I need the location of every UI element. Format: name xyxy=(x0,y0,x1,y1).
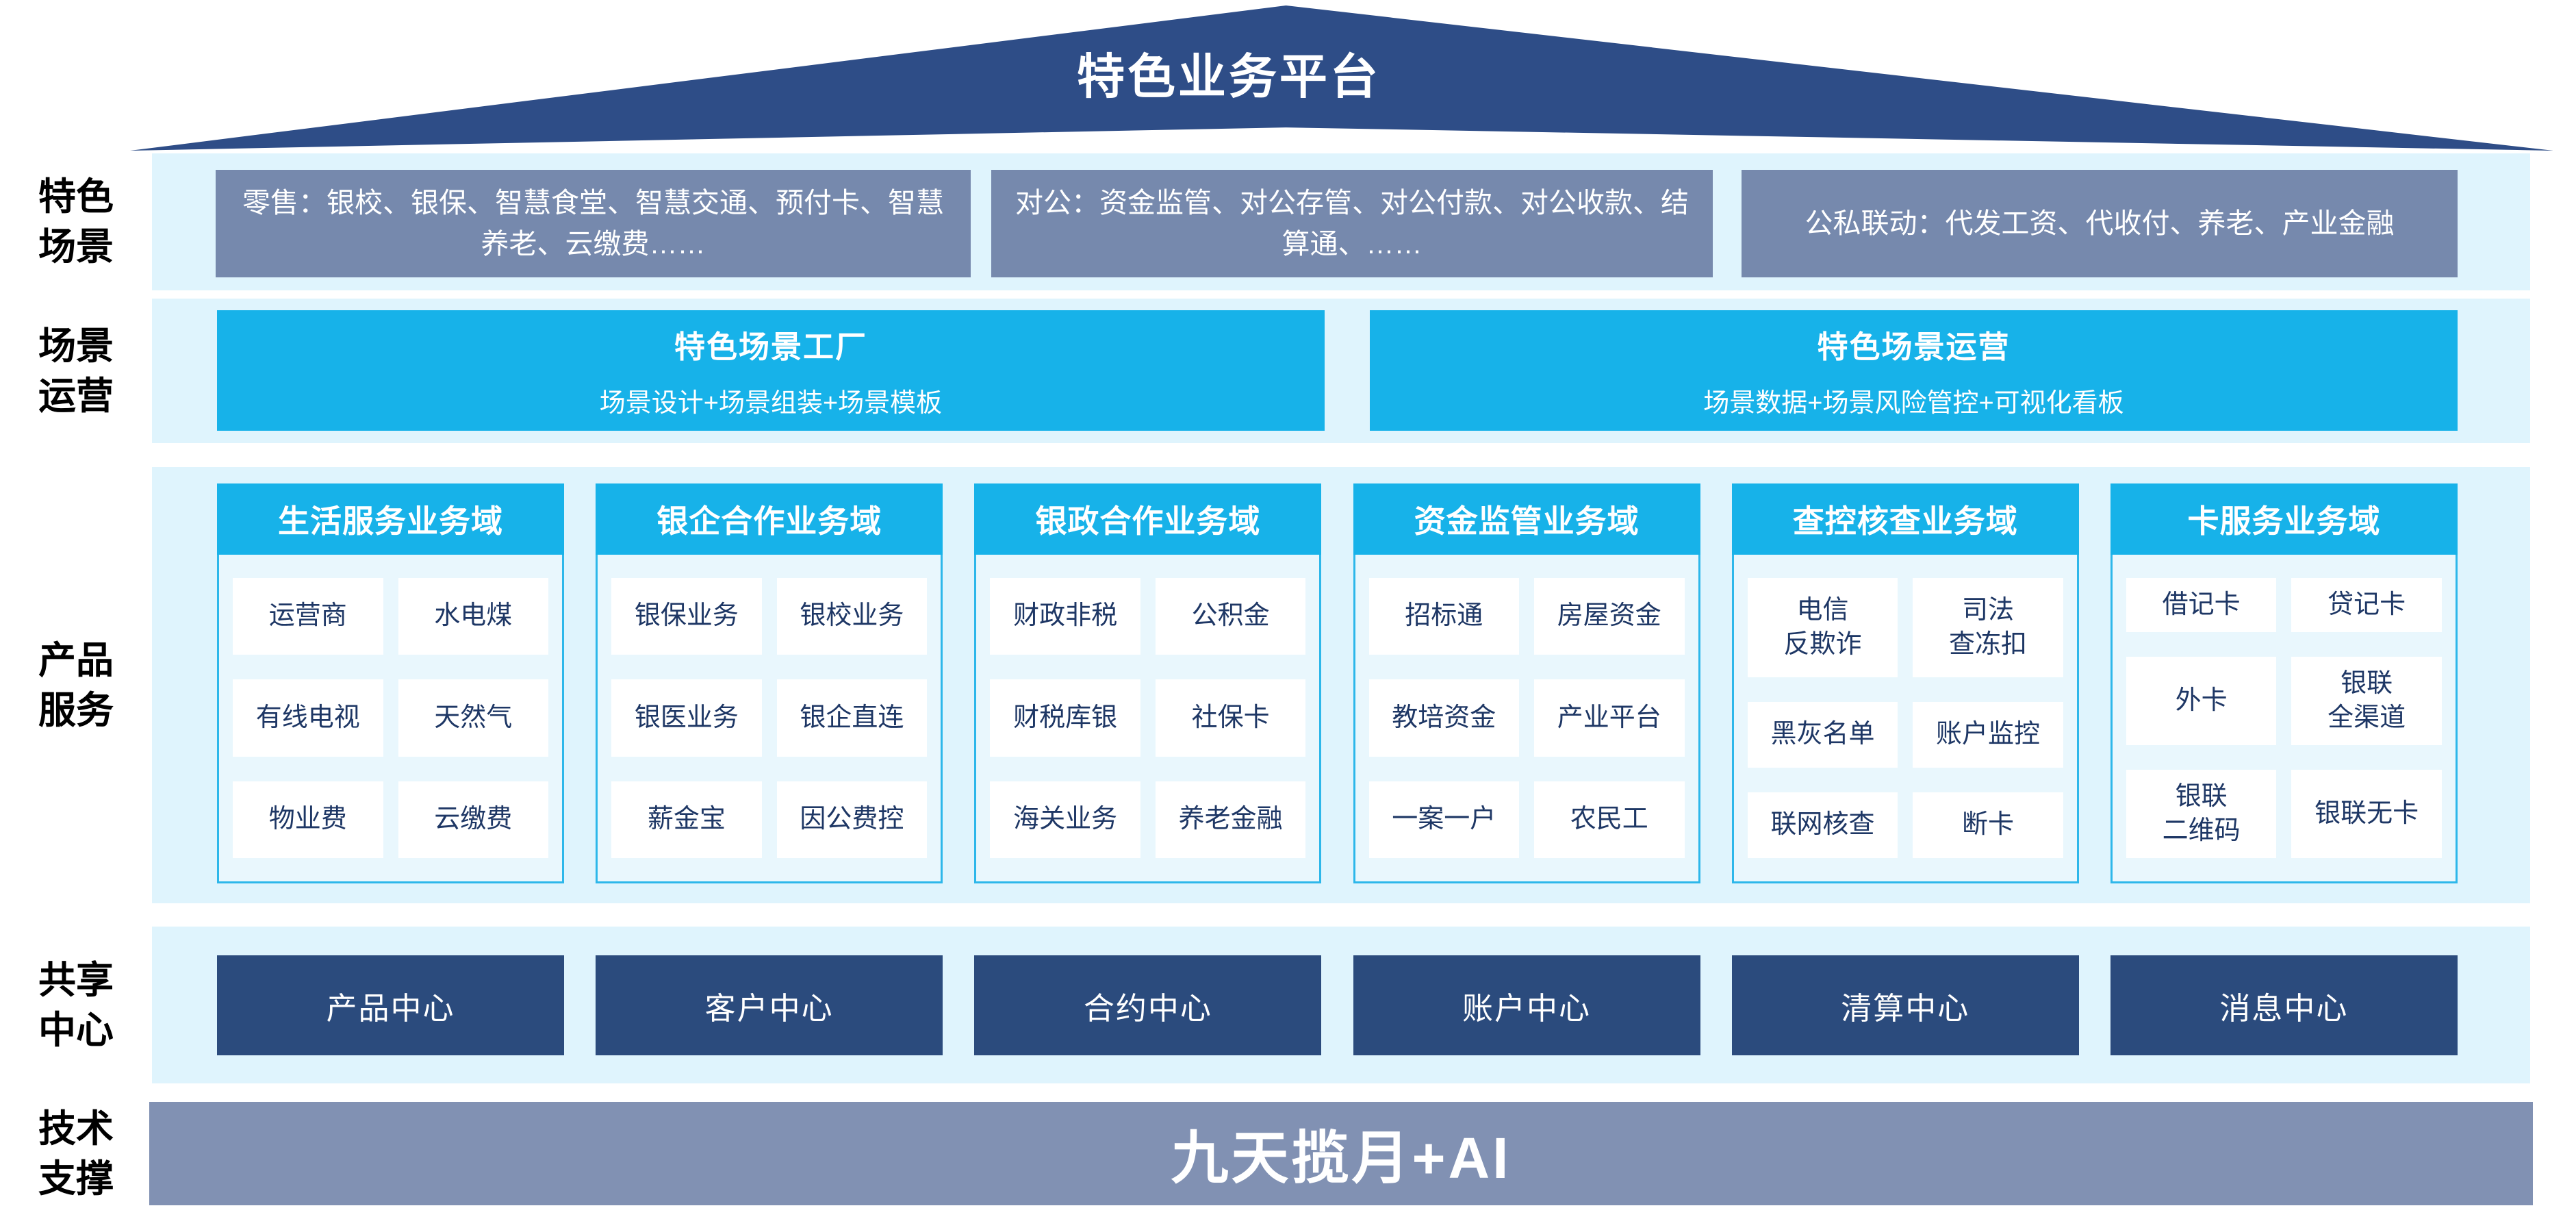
domain-item: 社保卡 xyxy=(1155,679,1306,757)
shared-centers-row: 产品中心 客户中心 合约中心 账户中心 清算中心 消息中心 xyxy=(217,955,2458,1055)
domain-header: 银企合作业务域 xyxy=(596,483,943,555)
domain-header: 生活服务业务域 xyxy=(217,483,564,555)
center-box-clearing: 清算中心 xyxy=(1731,955,2079,1055)
domain-item: 云缴费 xyxy=(398,781,548,858)
domain-item: 运营商 xyxy=(233,578,383,655)
domain-item: 司法 查冻扣 xyxy=(1913,578,2063,678)
domain-item: 银保业务 xyxy=(611,578,762,655)
domain-item: 账户监控 xyxy=(1913,702,2063,768)
domain-item: 房屋资金 xyxy=(1534,578,1685,655)
domain-item: 养老金融 xyxy=(1155,781,1306,858)
domain-header: 资金监管业务域 xyxy=(1353,483,1700,555)
domain-item: 招标通 xyxy=(1368,578,1520,655)
row-label-scenes: 特色 场景 xyxy=(38,175,114,268)
domain-item: 断卡 xyxy=(1913,792,2063,858)
row-label-products: 产品 服务 xyxy=(38,638,114,731)
domain-item: 教培资金 xyxy=(1368,679,1520,757)
domain-item: 水电煤 xyxy=(398,578,548,655)
domain-item: 物业费 xyxy=(233,781,383,858)
domain-body: 银保业务 银校业务 银医业务 银企直连 薪金宝 因公费控 xyxy=(596,555,943,883)
domain-column-fund-supervision: 资金监管业务域 招标通 房屋资金 教培资金 产业平台 一案一户 农民工 xyxy=(1353,483,1700,883)
domain-item: 银校业务 xyxy=(776,578,928,655)
domain-item: 公积金 xyxy=(1155,578,1306,655)
center-box-account: 账户中心 xyxy=(1353,955,1700,1055)
ops-box-title: 特色场景工厂 xyxy=(674,329,867,364)
domain-item: 银企直连 xyxy=(776,679,928,757)
product-domain-columns: 生活服务业务域 运营商 水电煤 有线电视 天然气 物业费 云缴费 银企合作业务域… xyxy=(217,483,2458,883)
domain-column-card-services: 卡服务业务域 借记卡 贷记卡 外卡 银联 全渠道 银联 二维码 银联无卡 xyxy=(2110,483,2458,883)
ops-box-title: 特色场景运营 xyxy=(1817,329,2011,364)
tech-support-bar: 九天揽月+AI xyxy=(149,1102,2533,1205)
domain-item: 银联 二维码 xyxy=(2126,770,2277,858)
domain-item: 一案一户 xyxy=(1368,781,1520,858)
scene-box-corporate: 对公：资金监管、对公存管、对公付款、对公收款、结算通、…… xyxy=(991,170,1713,277)
domain-item: 有线电视 xyxy=(233,679,383,757)
domain-item: 黑灰名单 xyxy=(1747,702,1898,768)
domain-item: 贷记卡 xyxy=(2291,578,2442,633)
domain-item: 因公费控 xyxy=(776,781,928,858)
row-label-shared-centers: 共享 中心 xyxy=(38,958,114,1051)
domain-item: 财政非税 xyxy=(990,578,1140,655)
ops-box-subtitle: 场景设计+场景组装+场景模板 xyxy=(599,389,943,418)
domain-item: 天然气 xyxy=(398,679,548,757)
domain-body: 财政非税 公积金 财税库银 社保卡 海关业务 养老金融 xyxy=(974,555,1322,883)
domain-column-bank-enterprise: 银企合作业务域 银保业务 银校业务 银医业务 银企直连 薪金宝 因公费控 xyxy=(596,483,943,883)
domain-column-inquiry-verification: 查控核查业务域 电信 反欺诈 司法 查冻扣 黑灰名单 账户监控 联网核查 断卡 xyxy=(1731,483,2079,883)
domain-body: 电信 反欺诈 司法 查冻扣 黑灰名单 账户监控 联网核查 断卡 xyxy=(1731,555,2079,883)
domain-item: 外卡 xyxy=(2126,657,2277,746)
ops-box-scene-factory: 特色场景工厂 场景设计+场景组装+场景模板 xyxy=(217,310,1325,431)
center-box-contract: 合约中心 xyxy=(974,955,1322,1055)
domain-item: 薪金宝 xyxy=(611,781,762,858)
domain-item: 借记卡 xyxy=(2126,578,2277,633)
ops-box-subtitle: 场景数据+场景风险管控+可视化看板 xyxy=(1703,389,2124,418)
tech-support-bar-label: 九天揽月+AI xyxy=(1171,1126,1512,1190)
row-label-tech-support: 技术 支撑 xyxy=(38,1107,114,1200)
domain-item: 电信 反欺诈 xyxy=(1747,578,1898,678)
page-title: 特色业务平台 xyxy=(1076,50,1381,103)
domain-header: 卡服务业务域 xyxy=(2110,483,2458,555)
center-box-message: 消息中心 xyxy=(2110,955,2458,1055)
domain-item: 农民工 xyxy=(1534,781,1685,858)
domain-body: 招标通 房屋资金 教培资金 产业平台 一案一户 农民工 xyxy=(1353,555,1700,883)
center-box-product: 产品中心 xyxy=(217,955,564,1055)
scene-box-public-private-linkage: 公私联动：代发工资、代收付、养老、产业金融 xyxy=(1742,170,2458,277)
domain-body: 运营商 水电煤 有线电视 天然气 物业费 云缴费 xyxy=(217,555,564,883)
row-label-operations: 场景 运营 xyxy=(38,325,114,417)
domain-header: 查控核查业务域 xyxy=(1731,483,2079,555)
domain-column-bank-government: 银政合作业务域 财政非税 公积金 财税库银 社保卡 海关业务 养老金融 xyxy=(974,483,1322,883)
domain-item: 银联 全渠道 xyxy=(2291,657,2442,746)
domain-item: 联网核查 xyxy=(1747,792,1898,858)
domain-column-life-services: 生活服务业务域 运营商 水电煤 有线电视 天然气 物业费 云缴费 xyxy=(217,483,564,883)
domain-body: 借记卡 贷记卡 外卡 银联 全渠道 银联 二维码 银联无卡 xyxy=(2110,555,2458,883)
domain-item: 银联无卡 xyxy=(2291,770,2442,858)
domain-item: 财税库银 xyxy=(990,679,1140,757)
scene-box-retail: 零售：银校、银保、智慧食堂、智慧交通、预付卡、智慧养老、云缴费…… xyxy=(216,170,971,277)
domain-item: 海关业务 xyxy=(990,781,1140,858)
domain-item: 产业平台 xyxy=(1534,679,1685,757)
center-box-customer: 客户中心 xyxy=(596,955,943,1055)
domain-item: 银医业务 xyxy=(611,679,762,757)
ops-box-scene-operation: 特色场景运营 场景数据+场景风险管控+可视化看板 xyxy=(1370,310,2458,431)
domain-header: 银政合作业务域 xyxy=(974,483,1322,555)
